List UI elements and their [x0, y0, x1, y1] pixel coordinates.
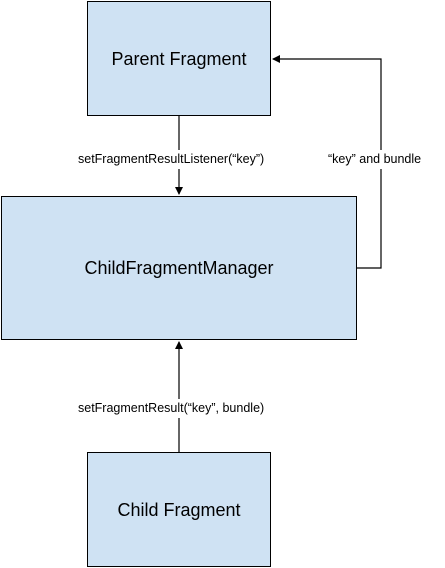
child-fragment-label: Child Fragment	[117, 499, 241, 520]
set-result-edge-label: setFragmentResult(“key”, bundle)	[78, 399, 265, 418]
parent-fragment-label: Parent Fragment	[111, 48, 247, 69]
child-fragment-manager-box: ChildFragmentManager	[1, 196, 357, 340]
return-edge-label: “key” and bundle	[328, 150, 422, 169]
parent-fragment-box: Parent Fragment	[87, 1, 271, 116]
child-fragment-manager-label: ChildFragmentManager	[84, 258, 274, 278]
set-listener-edge-label: setFragmentResultListener(“key”)	[78, 150, 265, 169]
child-fragment-box: Child Fragment	[87, 452, 271, 567]
